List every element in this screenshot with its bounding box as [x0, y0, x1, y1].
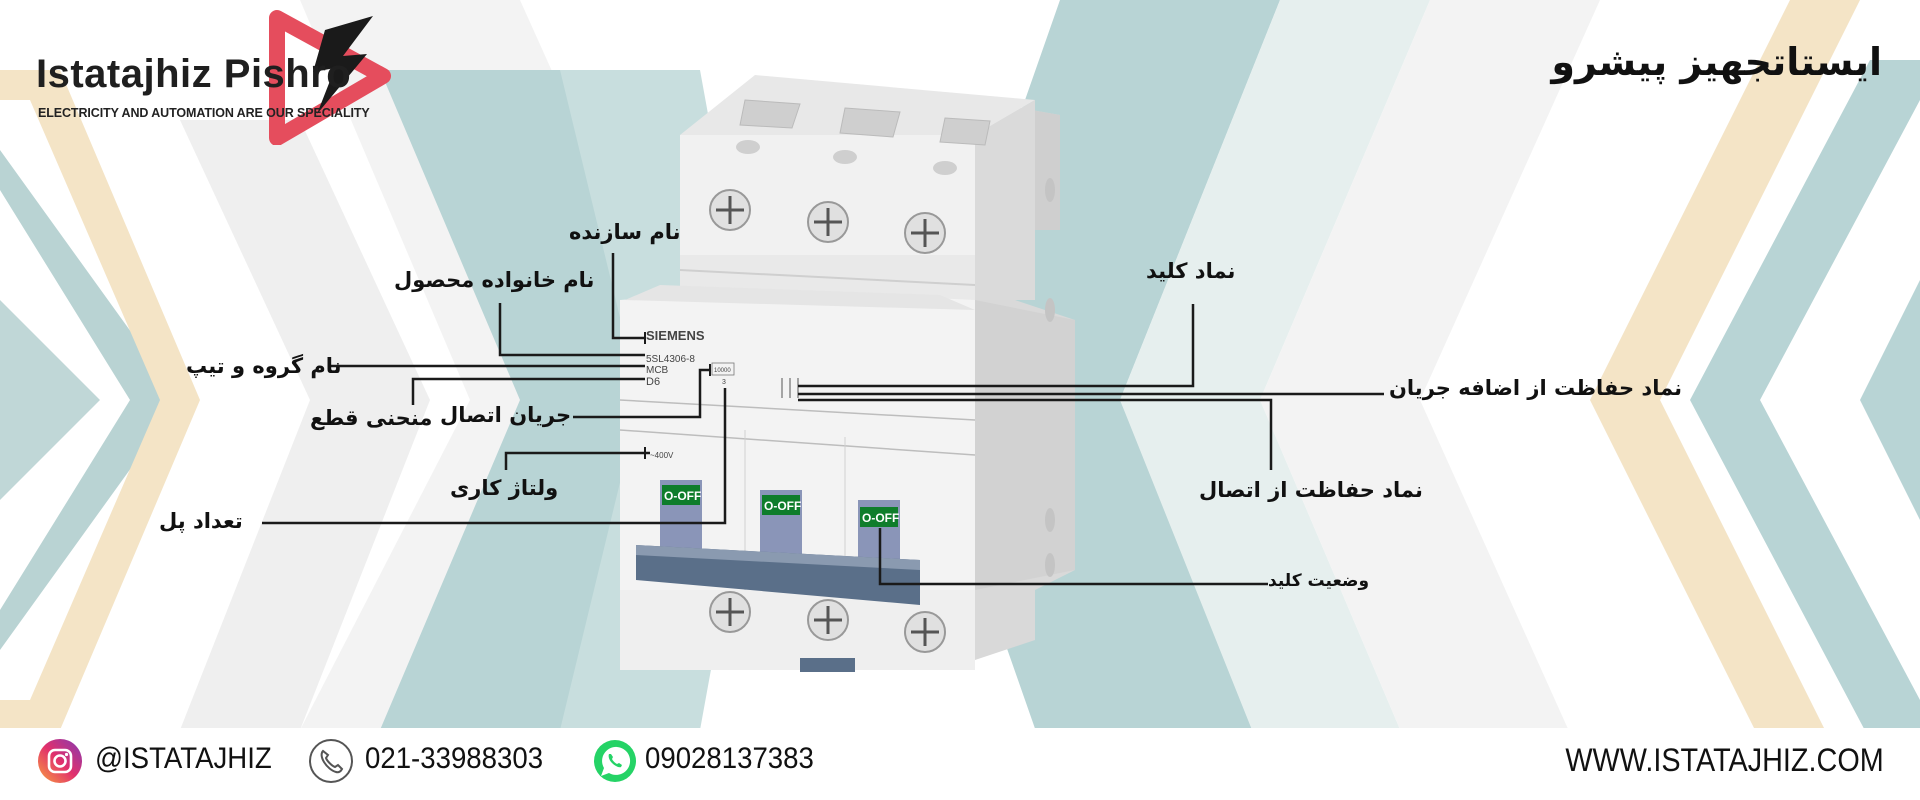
- phone-number[interactable]: 021-33988303: [365, 742, 544, 775]
- device-type-print: MCB: [646, 365, 669, 376]
- label-group-type: نام گروه و تیپ: [186, 354, 342, 378]
- switch-2-state: O-OFF: [764, 499, 801, 513]
- device-breaking-print: 10000: [714, 368, 731, 374]
- label-manufacturer-name: نام سازنده: [569, 220, 681, 244]
- label-switch-symbol: نماد کلید: [1146, 259, 1236, 283]
- label-overcurrent-symbol: نماد حفاظت از اضافه جریان: [1389, 376, 1683, 400]
- device-part-print: 5SL4306-8: [646, 354, 695, 365]
- logo-tagline: ELECTRICITY AND AUTOMATION ARE OUR SPECI…: [38, 106, 370, 120]
- label-product-family: نام خانواده محصول: [394, 268, 595, 292]
- screw-bottom-2: [807, 599, 849, 641]
- label-switch-status: وضعیت کلید: [1268, 571, 1370, 591]
- screw-top-2: [807, 201, 849, 243]
- website-url[interactable]: WWW.ISTATAJHIZ.COM: [1565, 742, 1884, 778]
- screw-bottom-1: [709, 591, 751, 633]
- device-maker-print: SIEMENS: [646, 328, 705, 343]
- device-voltage-print: ~400V: [650, 451, 674, 460]
- label-pole-count: تعداد پل: [159, 509, 243, 533]
- whatsapp-icon[interactable]: [592, 738, 638, 784]
- label-short-circuit-symbol: نماد حفاظت از اتصال: [1199, 478, 1423, 502]
- screw-bottom-3: [904, 611, 946, 653]
- instagram-handle[interactable]: @ISTATAJHIZ: [95, 742, 272, 775]
- label-trip-curve: منحنی قطع: [310, 406, 433, 430]
- switch-1-state: O-OFF: [664, 489, 701, 503]
- label-operating-voltage: ولتاژ کاری: [450, 476, 559, 500]
- logo-name: Istatajhiz Pishro: [36, 52, 352, 96]
- screw-top-3: [904, 212, 946, 254]
- label-short-circuit-current: جریان اتصال: [440, 403, 572, 427]
- brand-title-fa: ایستاتجهیز پیشرو: [1551, 40, 1882, 84]
- logo-mark: [269, 10, 391, 145]
- mcb-device: SIEMENS 5SL4306-8 MCB D6 10000 3 ~400V O…: [620, 75, 1075, 672]
- phone-icon[interactable]: [308, 738, 354, 784]
- instagram-icon[interactable]: [37, 738, 83, 784]
- switch-3-state: O-OFF: [862, 511, 899, 525]
- device-class-print: 3: [722, 379, 726, 386]
- device-rating-print: D6: [646, 376, 660, 388]
- screw-top-1: [709, 189, 751, 231]
- whatsapp-number[interactable]: 09028137383: [645, 742, 814, 775]
